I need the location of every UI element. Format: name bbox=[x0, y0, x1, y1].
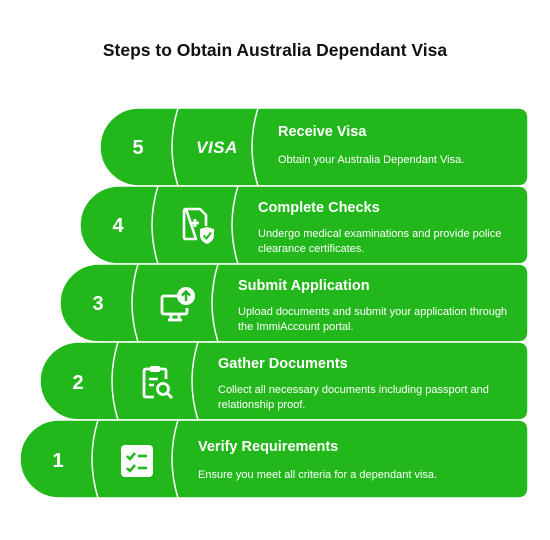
step-band-shape bbox=[99, 107, 529, 187]
step-number-4: 4 bbox=[112, 215, 124, 237]
step-icon-separator bbox=[251, 107, 259, 187]
step-number-2: 2 bbox=[72, 372, 84, 394]
step-icon-separator bbox=[191, 341, 199, 421]
step-number-separator bbox=[111, 341, 119, 421]
step-heading-3: Submit Application bbox=[238, 278, 370, 294]
step-number-separator bbox=[91, 419, 99, 499]
upload-monitor-icon bbox=[155, 282, 199, 326]
checklist-icon bbox=[115, 439, 159, 483]
step-icon-separator bbox=[171, 419, 179, 499]
step-description-1: Ensure you meet all criteria for a depen… bbox=[198, 469, 438, 481]
step-description-5: Obtain your Australia Dependant Visa. bbox=[278, 154, 465, 166]
step-heading-4: Complete Checks bbox=[258, 200, 380, 216]
step-description-4: Undergo medical examinations and provide… bbox=[258, 228, 502, 255]
step-number-separator bbox=[131, 263, 139, 343]
step-number-5: 5 bbox=[132, 137, 144, 159]
step-band-1 bbox=[19, 419, 529, 499]
step-heading-2: Gather Documents bbox=[218, 356, 348, 372]
step-heading-5: Receive Visa bbox=[278, 124, 367, 140]
step-band-2 bbox=[39, 341, 529, 421]
step-icon-separator bbox=[231, 185, 239, 265]
step-band-5 bbox=[99, 107, 529, 187]
step-number-separator bbox=[151, 185, 159, 265]
step-band-shape bbox=[19, 419, 529, 499]
step-number-separator bbox=[171, 107, 179, 187]
step-description-2: Collect all necessary documents includin… bbox=[218, 384, 489, 411]
step-heading-1: Verify Requirements bbox=[198, 439, 339, 455]
step-band-3 bbox=[59, 263, 529, 343]
step-number-3: 3 bbox=[92, 293, 104, 315]
medical-check-icon bbox=[175, 204, 219, 248]
diagram-title: Steps to Obtain Australia Dependant Visa bbox=[102, 40, 448, 60]
step-description-3: Upload documents and submit your applica… bbox=[238, 306, 508, 333]
step-icon-separator bbox=[211, 263, 219, 343]
document-search-icon bbox=[135, 361, 179, 405]
step-number-1: 1 bbox=[52, 450, 64, 472]
visa-icon: VISA bbox=[196, 138, 238, 157]
